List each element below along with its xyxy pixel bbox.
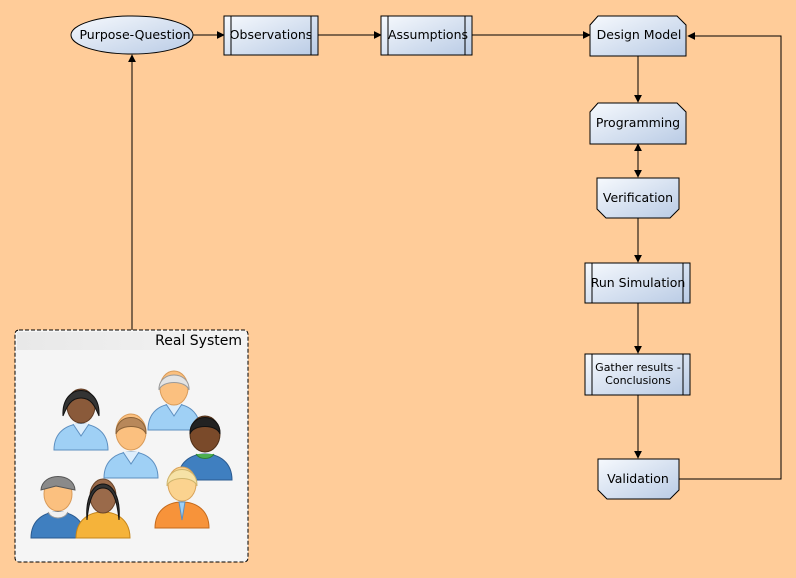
node-design-model[interactable]: Design Model [589, 15, 687, 57]
node-run-simulation-label: Run Simulation [591, 275, 686, 290]
node-purpose-question-label: Purpose-Question [79, 27, 190, 42]
edge-validation-to-design [679, 32, 782, 480]
person-icon [147, 370, 201, 431]
node-verification-label: Verification [603, 190, 673, 205]
node-validation[interactable]: Validation [597, 458, 680, 500]
node-gather-results-label-1: Gather results - [595, 361, 681, 374]
node-purpose-question[interactable]: Purpose-Question [70, 15, 194, 55]
node-programming[interactable]: Programming [589, 102, 687, 145]
real-system-title: Real System [155, 333, 242, 349]
node-observations[interactable]: Observations [223, 15, 319, 56]
people-group [30, 370, 233, 539]
person-icon [53, 388, 109, 451]
node-observations-label: Observations [230, 27, 313, 42]
node-gather-results[interactable]: Gather results - Conclusions [584, 353, 691, 396]
node-gather-results-label-2: Conclusions [605, 374, 671, 387]
edges [128, 31, 782, 480]
node-verification[interactable]: Verification [596, 177, 680, 219]
node-run-simulation[interactable]: Run Simulation [584, 262, 691, 304]
node-design-model-label: Design Model [597, 27, 682, 42]
node-assumptions-label: Assumptions [388, 27, 468, 42]
person-icon [154, 466, 210, 529]
node-programming-label: Programming [596, 115, 680, 130]
real-system-panel[interactable]: Real System [14, 329, 249, 563]
person-icon [30, 476, 86, 539]
node-validation-label: Validation [607, 471, 669, 486]
person-icon [103, 413, 159, 479]
node-assumptions[interactable]: Assumptions [380, 15, 473, 56]
person-icon [75, 478, 131, 539]
